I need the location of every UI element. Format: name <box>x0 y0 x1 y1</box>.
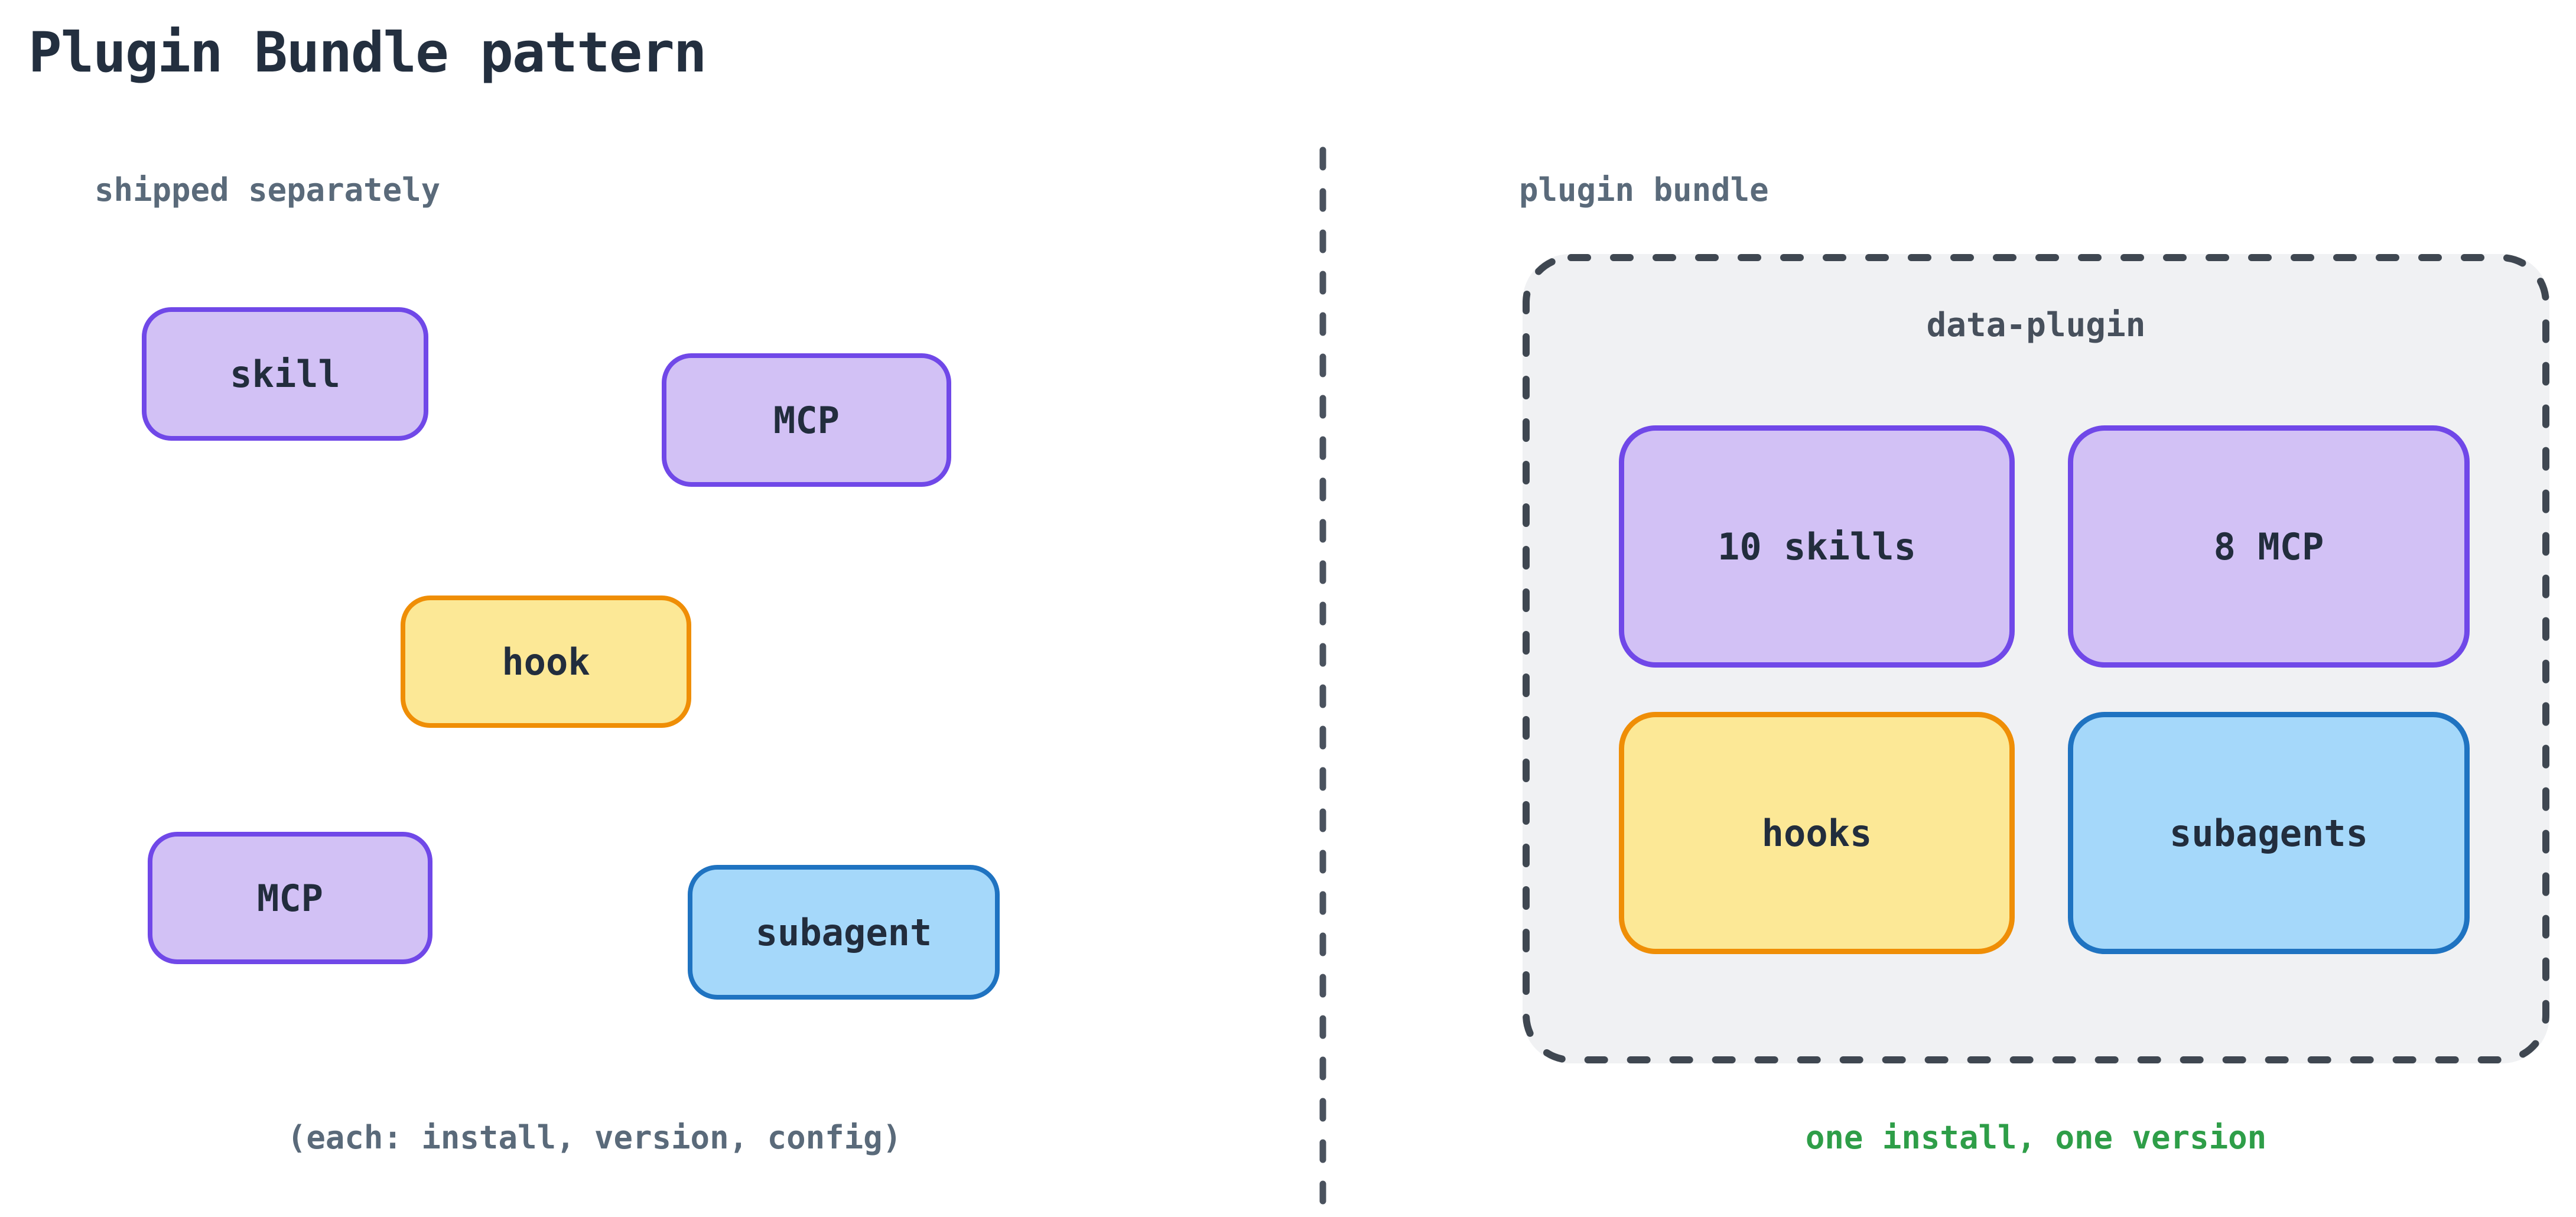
box-mcp-bottom: MCP <box>148 832 432 964</box>
data-plugin-container: data-plugin 10 skills 8 MCP hooks subage… <box>1523 254 2549 1063</box>
box-subagents-label: subagents <box>2170 811 2368 855</box>
box-hooks: hooks <box>1619 712 2015 954</box>
box-hook: hook <box>401 596 691 728</box>
plugin-bundle-label: plugin bundle <box>1519 171 1769 209</box>
box-8-mcp-label: 8 MCP <box>2213 525 2324 568</box>
box-hook-label: hook <box>502 640 590 684</box>
box-10-skills: 10 skills <box>1619 425 2015 668</box>
page-title: Plugin Bundle pattern <box>28 21 707 85</box>
box-mcp-top-label: MCP <box>773 398 840 442</box>
shipped-separately-caption: (each: install, version, config) <box>287 1119 902 1156</box>
box-skill: skill <box>142 307 428 441</box>
box-subagent: subagent <box>688 865 1000 1000</box>
box-mcp-bottom-label: MCP <box>257 876 323 920</box>
data-plugin-title: data-plugin <box>1926 306 2146 344</box>
box-subagents: subagents <box>2068 712 2470 954</box>
box-hooks-label: hooks <box>1761 811 1872 855</box>
section-divider-dashed-line <box>1319 147 1326 1217</box>
box-skill-label: skill <box>230 352 340 396</box>
shipped-separately-label: shipped separately <box>95 171 441 209</box>
box-subagent-label: subagent <box>755 910 932 954</box>
box-10-skills-label: 10 skills <box>1718 525 1916 568</box>
box-mcp-top: MCP <box>662 353 951 487</box>
one-install-caption: one install, one version <box>1805 1119 2267 1156</box>
box-8-mcp: 8 MCP <box>2068 425 2470 668</box>
